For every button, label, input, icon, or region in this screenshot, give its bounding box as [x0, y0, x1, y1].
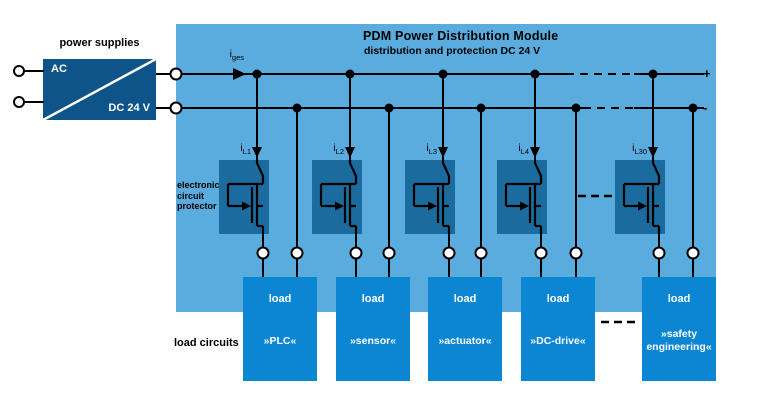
load-label: load: [361, 293, 385, 305]
pdm-subtitle: distribution and protection DC 24 V: [364, 45, 541, 57]
load-name: »actuator«: [438, 334, 492, 347]
load-label: load: [546, 293, 570, 305]
load-box-sensor: load »sensor«: [336, 277, 410, 381]
load-circuits-label: load circuits: [174, 337, 239, 349]
load-label: load: [268, 293, 292, 305]
dc-output-label: DC 24 V: [108, 102, 150, 114]
pdm-title: PDM Power Distribution Module: [363, 29, 559, 43]
total-current-label: iges: [229, 48, 244, 63]
load-name: »PLC«: [263, 334, 297, 347]
load-label: load: [453, 293, 477, 305]
ac-terminal-circle: [13, 96, 25, 108]
channel-1-current-label: iL1: [240, 142, 251, 157]
channel-30-current-label: iL30: [632, 142, 647, 157]
load-box-dc-drive: load »DC-drive«: [521, 277, 595, 381]
plus-bus-label: +: [703, 66, 711, 81]
load-name: »DC-drive«: [530, 334, 586, 347]
load-label: load: [667, 293, 691, 305]
channel-4-current-label: iL4: [518, 142, 529, 157]
ac-input-label: AC: [51, 63, 67, 75]
power-supply-box: AC DC 24 V: [43, 59, 156, 120]
pdm-module-region: [176, 24, 716, 312]
channel-2-current-label: iL2: [333, 142, 344, 157]
ac-terminal-circle: [13, 65, 25, 77]
load-name: »sensor«: [349, 334, 397, 347]
load-box-safety-engineering: load »safety engineering«: [642, 277, 716, 381]
load-box-actuator: load »actuator«: [428, 277, 502, 381]
power-supplies-label: power supplies: [59, 37, 140, 49]
ac-dc-divider-line: [43, 59, 156, 120]
channel-3-current-label: iL3: [426, 142, 437, 157]
load-name: »safety engineering«: [646, 328, 712, 353]
load-box-plc: load »PLC«: [243, 277, 317, 381]
electronic-circuit-protector-label: electronic circuit protector: [177, 180, 220, 211]
minus-bus-label: -: [703, 100, 708, 115]
